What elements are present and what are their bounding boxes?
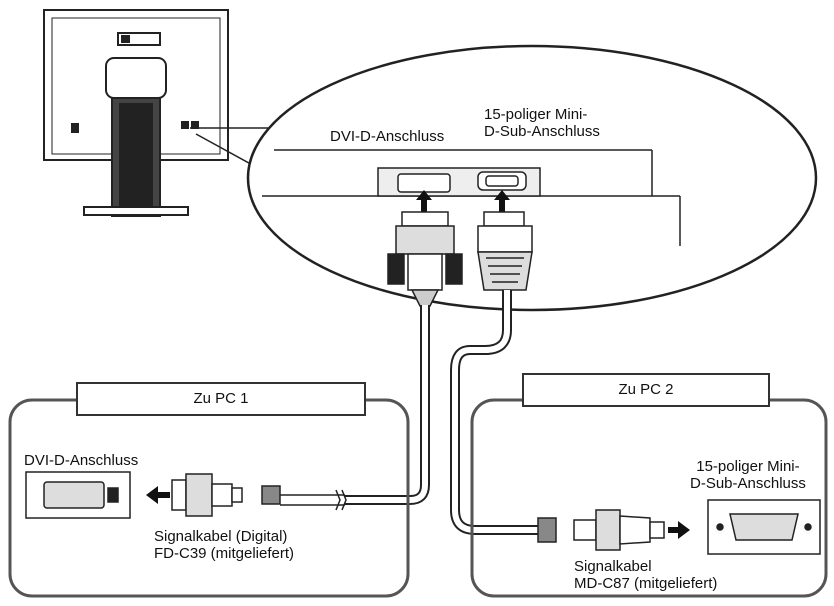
- cables: [345, 290, 540, 535]
- pc2-port-label: 15-poliger Mini- D-Sub-Anschluss: [690, 458, 806, 492]
- dsub-port-pc: [707, 499, 821, 555]
- dvi-plug-monitor-side: [387, 211, 463, 307]
- stand-mount: [105, 57, 167, 99]
- digital-cable-label: Signalkabel (Digital) FD-C39 (mitgeliefe…: [154, 528, 295, 562]
- plug-arrows: [416, 190, 510, 212]
- zoomed-connector-panel: [262, 149, 681, 246]
- dvi-plug-pc-side: [171, 473, 281, 517]
- arrow-to-pc2-port: [668, 521, 690, 539]
- arrow-to-pc1-port: [146, 486, 170, 504]
- monitor-rear-view: [43, 9, 229, 217]
- analog-cable-label: Signalkabel MD-C87 (mitgeliefert): [574, 558, 718, 592]
- dsub-plug-monitor-side: [477, 211, 533, 291]
- pc1-title: Zu PC 1: [76, 382, 366, 416]
- dvi-port-pc: [25, 471, 131, 519]
- top-dvi-label: DVI-D-Anschluss: [330, 128, 445, 145]
- dvi-port-monitor: [397, 173, 451, 193]
- pc2-title: Zu PC 2: [522, 373, 770, 407]
- dsub-plug-pc-side: [537, 509, 665, 551]
- stand-base: [83, 206, 189, 216]
- top-dsub-label: 15-poliger Mini- D-Sub-Anschluss: [484, 106, 600, 140]
- pc1-port-label: DVI-D-Anschluss: [24, 452, 139, 469]
